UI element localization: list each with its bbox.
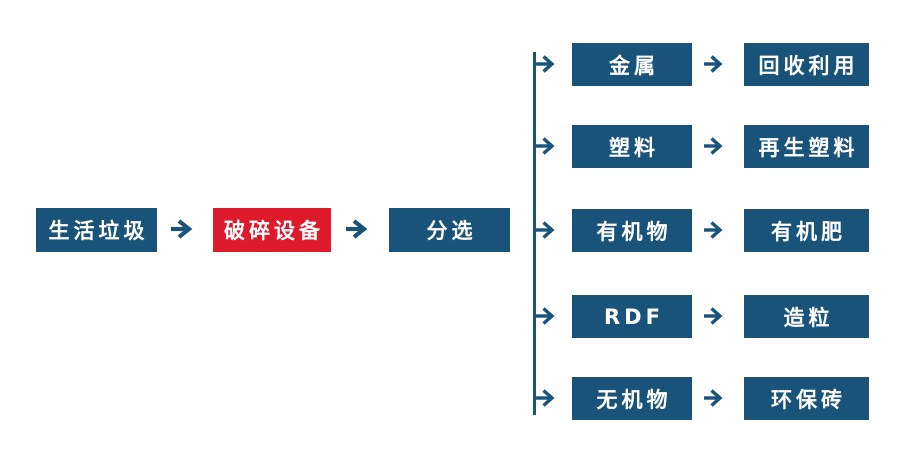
branch-row-organic: 有机物 有机肥 <box>0 209 900 252</box>
arrow-right-icon <box>703 387 727 409</box>
node-material: 无机物 <box>572 377 692 420</box>
arrow-right-icon <box>703 53 727 75</box>
node-output: 造粒 <box>744 295 869 338</box>
node-material: 塑料 <box>572 125 692 168</box>
branch-row-metal: 金属 回收利用 <box>0 43 900 86</box>
node-material: RDF <box>572 295 692 338</box>
arrow-right-icon <box>703 305 727 327</box>
branch-row-plastic: 塑料 再生塑料 <box>0 125 900 168</box>
arrow-right-icon <box>535 305 559 327</box>
node-household-waste: 生活垃圾 <box>36 208 157 252</box>
node-crushing-equipment: 破碎设备 <box>213 208 331 252</box>
node-material: 有机物 <box>572 209 692 252</box>
arrow-right-icon <box>535 135 559 157</box>
branch-row-inorganic: 无机物 环保砖 <box>0 377 900 420</box>
branch-row-rdf: RDF 造粒 <box>0 295 900 338</box>
node-output: 有机肥 <box>744 209 869 252</box>
arrow-right-icon <box>169 217 197 241</box>
branch-trunk-line <box>533 52 536 415</box>
arrow-right-icon <box>535 219 559 241</box>
node-output: 回收利用 <box>744 43 869 86</box>
arrow-right-icon <box>535 53 559 75</box>
arrow-right-icon <box>703 219 727 241</box>
arrow-right-icon <box>703 135 727 157</box>
node-sorting: 分选 <box>389 208 510 252</box>
arrow-right-icon <box>535 387 559 409</box>
node-output: 环保砖 <box>744 377 869 420</box>
node-output: 再生塑料 <box>744 125 869 168</box>
arrow-right-icon <box>344 217 372 241</box>
node-material: 金属 <box>572 43 692 86</box>
